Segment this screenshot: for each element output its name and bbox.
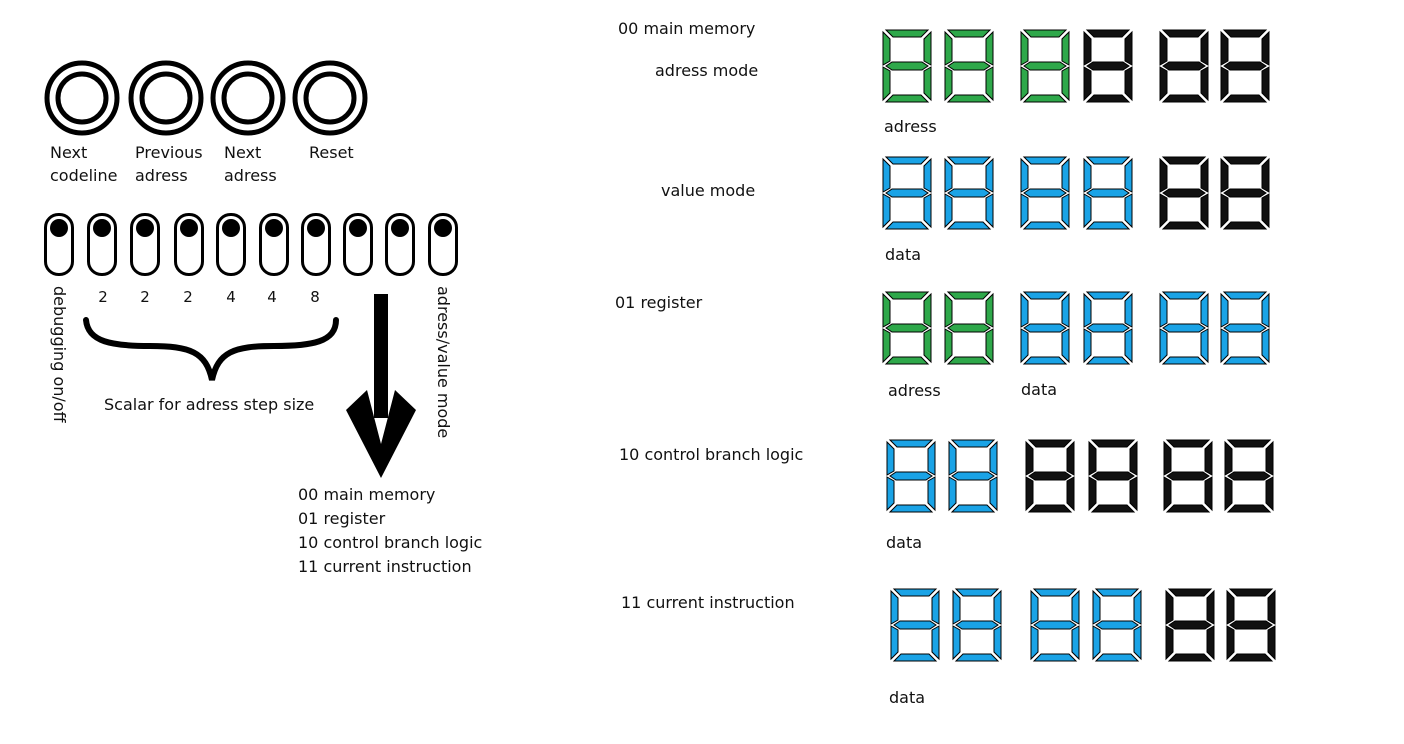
switch-step-5[interactable] [259,213,289,276]
seven-segment-digit [880,155,934,231]
seven-segment-digit [880,28,934,104]
step-label: 2 [140,288,150,306]
seven-segment-digit [942,28,996,104]
seven-segment-digit [1157,290,1211,366]
value-mode-title: value mode [661,181,756,200]
button-ring-icon [210,60,286,136]
mode-item: 10 control branch logic [298,533,483,552]
seven-segment-digit [942,290,996,366]
button-ring-icon [292,60,368,136]
data-label: data [885,245,922,264]
seven-segment-digit [1081,290,1135,366]
mode-list: 00 main memory 01 register 10 control br… [298,483,482,579]
seven-segment-digit [1224,587,1278,663]
seven-segment-digit [888,587,942,663]
register-title: 01 register [615,293,703,312]
down-arrow-icon [346,294,416,478]
brace-icon [83,317,339,381]
seven-segment-digit [1081,155,1135,231]
reset-label: Reset [309,143,354,162]
next-adress-label: Next adress [224,143,277,185]
seven-segment-digit [1163,587,1217,663]
step-label: 4 [226,288,236,306]
seven-segment-digit [1018,155,1072,231]
data-label: data [886,533,923,552]
button-ring-icon [128,60,204,136]
seven-segment-digit [1086,438,1140,514]
step-label: 4 [267,288,277,306]
seven-segment-digit [1028,587,1082,663]
main-memory-title: 00 main memory [618,19,756,38]
seven-segment-digit [880,290,934,366]
mode-item: 01 register [298,509,386,528]
next-codeline-label: Next codeline [50,143,118,185]
switch-step-6[interactable] [301,213,331,276]
seven-segment-digit [950,587,1004,663]
switch-step-4[interactable] [216,213,246,276]
switch-step-3[interactable] [174,213,204,276]
mode-item: 11 current instruction [298,557,472,576]
scalar-label: Scalar for adress step size [104,395,315,414]
step-label: 8 [310,288,320,306]
seven-segment-digit [1090,587,1144,663]
data-label: data [1021,380,1058,399]
switch-step-1[interactable] [87,213,117,276]
switch-mode-select-1[interactable] [343,213,373,276]
seven-segment-digit [1018,290,1072,366]
next-codeline-button[interactable] [44,58,124,138]
switch-step-2[interactable] [130,213,160,276]
seven-segment-digit [946,438,1000,514]
seven-segment-digit [1023,438,1077,514]
step-label: 2 [98,288,108,306]
button-ring-icon [44,60,120,136]
seven-segment-digit [1218,290,1272,366]
previous-adress-label: Previous adress [135,143,203,185]
seven-segment-digit [1218,155,1272,231]
step-label: 2 [183,288,193,306]
next-adress-button[interactable] [210,58,290,138]
switch-mode-select-2[interactable] [385,213,415,276]
data-label: data [889,688,926,707]
control-branch-title: 10 control branch logic [619,445,804,464]
reset-button[interactable] [292,58,372,138]
adress-mode-title: adress mode [655,61,759,80]
switch-adress-value-mode[interactable] [428,213,458,276]
adress-label: adress [884,117,937,136]
seven-segment-digit [1218,28,1272,104]
previous-adress-button[interactable] [128,58,208,138]
seven-segment-digit [884,438,938,514]
switch-debugging[interactable] [44,213,74,276]
adress-label: adress [888,381,941,400]
seven-segment-digit [1157,28,1211,104]
seven-segment-digit [1018,28,1072,104]
current-instruction-title: 11 current instruction [621,593,795,612]
seven-segment-digit [1157,155,1211,231]
seven-segment-digit [1161,438,1215,514]
seven-segment-digit [942,155,996,231]
seven-segment-digit [1081,28,1135,104]
mode-item: 00 main memory [298,485,436,504]
seven-segment-digit [1222,438,1276,514]
